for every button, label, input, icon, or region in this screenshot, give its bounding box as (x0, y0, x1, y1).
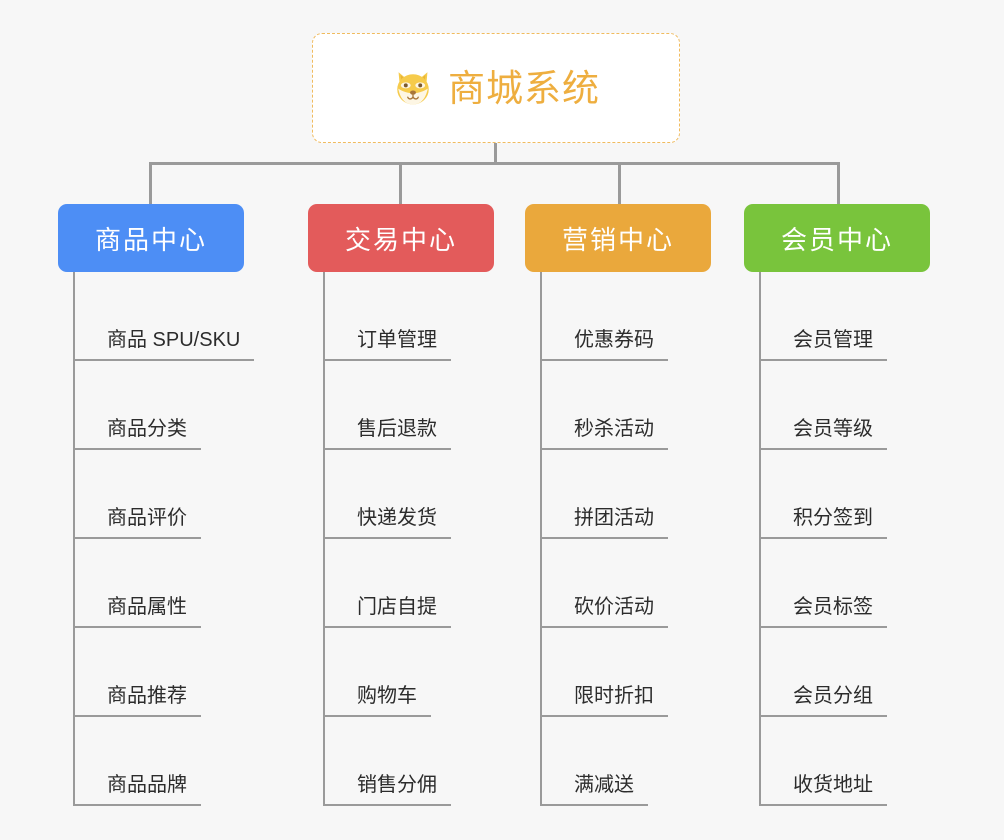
list-item[interactable]: 收货地址 (759, 717, 930, 806)
list-item[interactable]: 拼团活动 (540, 450, 711, 539)
branch-column-product-center: 商品中心 商品 SPU/SKU 商品分类 商品评价 商品属性 商品推荐 商品品牌 (58, 204, 255, 806)
leaf-label: 商品品牌 (107, 773, 201, 806)
list-item[interactable]: 限时折扣 (540, 628, 711, 717)
list-item[interactable]: 会员标签 (759, 539, 930, 628)
list-item[interactable]: 满减送 (540, 717, 711, 806)
leaf-label: 限时折扣 (574, 684, 668, 717)
connector-drop-2 (399, 162, 402, 207)
list-item[interactable]: 商品分类 (73, 361, 244, 450)
connector-spine-4 (759, 272, 761, 806)
list-item[interactable]: 商品推荐 (73, 628, 244, 717)
leaf-label: 售后退款 (357, 417, 451, 450)
leaf-list-product-center: 商品 SPU/SKU 商品分类 商品评价 商品属性 商品推荐 商品品牌 (73, 272, 255, 806)
leaf-label: 商品评价 (107, 506, 201, 539)
leaf-label: 砍价活动 (574, 595, 668, 628)
leaf-label: 秒杀活动 (574, 417, 668, 450)
list-item[interactable]: 商品评价 (73, 450, 244, 539)
leaf-label: 商品属性 (107, 595, 201, 628)
list-item[interactable]: 售后退款 (323, 361, 494, 450)
leaf-label: 商品分类 (107, 417, 201, 450)
connector-drop-1 (149, 162, 152, 207)
connector-drop-4 (837, 162, 840, 207)
leaf-label: 门店自提 (357, 595, 451, 628)
list-item[interactable]: 积分签到 (759, 450, 930, 539)
list-item[interactable]: 快递发货 (323, 450, 494, 539)
list-item[interactable]: 秒杀活动 (540, 361, 711, 450)
list-item[interactable]: 优惠券码 (540, 272, 711, 361)
leaf-label: 会员分组 (793, 684, 887, 717)
leaf-label: 快递发货 (357, 506, 451, 539)
list-item[interactable]: 会员等级 (759, 361, 930, 450)
branch-header-product-center[interactable]: 商品中心 (58, 204, 244, 272)
list-item[interactable]: 订单管理 (323, 272, 494, 361)
leaf-label: 满减送 (574, 773, 648, 806)
leaf-label: 优惠券码 (574, 328, 668, 361)
leaf-label: 积分签到 (793, 506, 887, 539)
leaf-label: 会员等级 (793, 417, 887, 450)
leaf-list-trade-center: 订单管理 售后退款 快递发货 门店自提 购物车 销售分佣 (323, 272, 494, 806)
root-node-mall-system[interactable]: 商城系统 (312, 33, 680, 143)
leaf-label: 订单管理 (357, 328, 451, 361)
leaf-label: 商品 SPU/SKU (107, 328, 255, 361)
list-item[interactable]: 销售分佣 (323, 717, 494, 806)
leaf-label: 拼团活动 (574, 506, 668, 539)
list-item[interactable]: 会员管理 (759, 272, 930, 361)
branch-column-member-center: 会员中心 会员管理 会员等级 积分签到 会员标签 会员分组 收货地址 (744, 204, 930, 806)
shiba-dog-face-icon (392, 67, 434, 109)
branch-header-marketing-center[interactable]: 营销中心 (525, 204, 711, 272)
leaf-label: 会员标签 (793, 595, 887, 628)
list-item[interactable]: 商品属性 (73, 539, 244, 628)
leaf-label: 收货地址 (793, 773, 887, 806)
connector-spine-3 (540, 272, 542, 806)
branch-column-trade-center: 交易中心 订单管理 售后退款 快递发货 门店自提 购物车 销售分佣 (308, 204, 494, 806)
connector-root-stem (494, 143, 497, 165)
connector-spine-1 (73, 272, 75, 806)
leaf-list-member-center: 会员管理 会员等级 积分签到 会员标签 会员分组 收货地址 (759, 272, 930, 806)
leaf-list-marketing-center: 优惠券码 秒杀活动 拼团活动 砍价活动 限时折扣 满减送 (540, 272, 711, 806)
list-item[interactable]: 购物车 (323, 628, 494, 717)
list-item[interactable]: 砍价活动 (540, 539, 711, 628)
connector-drop-3 (618, 162, 621, 207)
leaf-label: 购物车 (357, 684, 431, 717)
leaf-label: 销售分佣 (357, 773, 451, 806)
connector-horizontal-bus (149, 162, 840, 165)
list-item[interactable]: 商品 SPU/SKU (73, 272, 255, 361)
leaf-label: 商品推荐 (107, 684, 201, 717)
list-item[interactable]: 门店自提 (323, 539, 494, 628)
branch-column-marketing-center: 营销中心 优惠券码 秒杀活动 拼团活动 砍价活动 限时折扣 满减送 (525, 204, 711, 806)
root-node-label: 商城系统 (448, 67, 600, 109)
list-item[interactable]: 会员分组 (759, 628, 930, 717)
leaf-label: 会员管理 (793, 328, 887, 361)
list-item[interactable]: 商品品牌 (73, 717, 244, 806)
branch-header-member-center[interactable]: 会员中心 (744, 204, 930, 272)
connector-spine-2 (323, 272, 325, 806)
branch-header-trade-center[interactable]: 交易中心 (308, 204, 494, 272)
